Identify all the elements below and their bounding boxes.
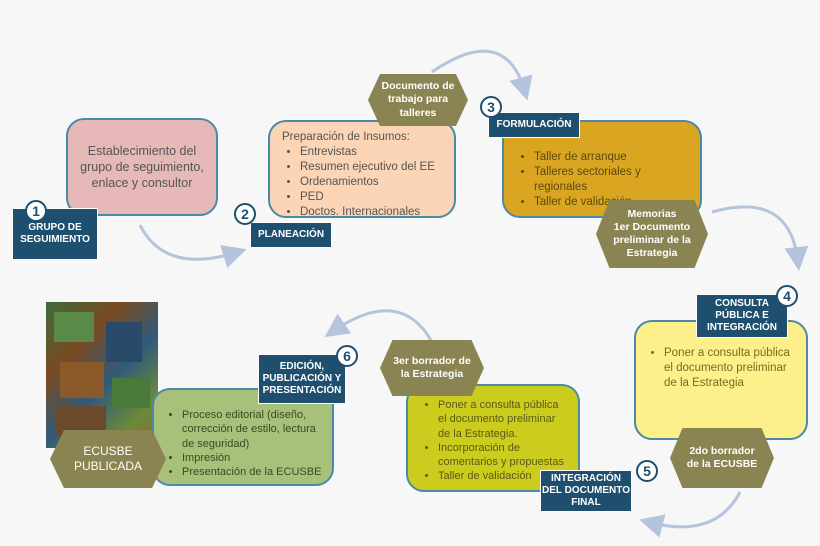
- step-2-item: Entrevistas: [300, 145, 446, 160]
- step-2-heading: Preparación de Insumos:: [282, 131, 410, 143]
- step-5-number: 5: [636, 460, 658, 482]
- arrow-2-to-3: [431, 49, 533, 101]
- step-2-box: Preparación de Insumos: Entrevistas Resu…: [268, 120, 456, 218]
- ecusbe-cover-image: [46, 302, 158, 448]
- step-6-item: Proceso editorial (diseño, corrección de…: [182, 408, 324, 451]
- step-4-label: CONSULTA PÚBLICA E INTEGRACIÓN: [696, 294, 788, 338]
- step-6-box: Proceso editorial (diseño, corrección de…: [152, 388, 334, 486]
- hex-documento-trabajo: Documento de trabajo para talleres: [368, 74, 468, 126]
- step-1-number: 1: [25, 200, 47, 222]
- step-6-item: Impresión: [182, 451, 324, 465]
- step-1-text: Establecimiento del grupo de seguimiento…: [80, 143, 204, 191]
- step-5-item: Taller de validación: [438, 469, 570, 483]
- step-2-item: Ordenamientos: [300, 175, 446, 190]
- step-2-number: 2: [234, 203, 256, 225]
- arrow-3-to-4: [711, 205, 809, 271]
- step-5-item: Poner a consulta pública el documento pr…: [438, 398, 570, 441]
- hex-tercer-borrador: 3er borrador de la Estrategia: [380, 340, 484, 396]
- step-1-box: Establecimiento del grupo de seguimiento…: [66, 118, 218, 216]
- step-3-item: Talleres sectoriales y regionales: [534, 165, 690, 195]
- step-4-box: Poner a consulta pública el documento pr…: [634, 320, 808, 440]
- step-3-item: Taller de validación: [534, 195, 690, 210]
- step-5-label: INTEGRACIÓN DEL DOCUMENTO FINAL: [540, 470, 632, 512]
- step-1-label: GRUPO DE SEGUIMIENTO: [12, 208, 98, 260]
- step-2-item: PED: [300, 190, 446, 205]
- step-5-item: Incorporación de comentarios y propuesta…: [438, 441, 570, 470]
- step-3-item: Taller de arranque: [534, 150, 690, 165]
- step-4-text: Poner a consulta pública el documento pr…: [664, 346, 796, 391]
- step-6-item: Presentación de la ECUSBE: [182, 465, 324, 479]
- hex-ecusbe-publicada: ECUSBE PUBLICADA: [50, 430, 166, 488]
- step-2-item: Resumen ejecutivo del EE: [300, 160, 446, 175]
- step-4-number: 4: [776, 285, 798, 307]
- step-3-number: 3: [480, 96, 502, 118]
- hex-memorias-documento: Memorias 1er Documento preliminar de la …: [596, 200, 708, 268]
- step-5-box: Poner a consulta pública el documento pr…: [406, 384, 580, 492]
- step-6-label: EDICIÓN, PUBLICACIÓN Y PRESENTACIÓN: [258, 354, 346, 404]
- step-2-item: Doctos. Internacionales: [300, 205, 446, 220]
- step-6-number: 6: [336, 345, 358, 367]
- hex-segundo-borrador: 2do borrador de la ECUSBE: [670, 428, 774, 488]
- step-2-label: PLANEACIÓN: [250, 222, 332, 248]
- step-3-label: FORMULACIÓN: [488, 112, 580, 138]
- arrow-1-to-2: [138, 224, 247, 268]
- arrow-5-to-6: [324, 309, 434, 343]
- arrow-4-to-5: [639, 491, 742, 538]
